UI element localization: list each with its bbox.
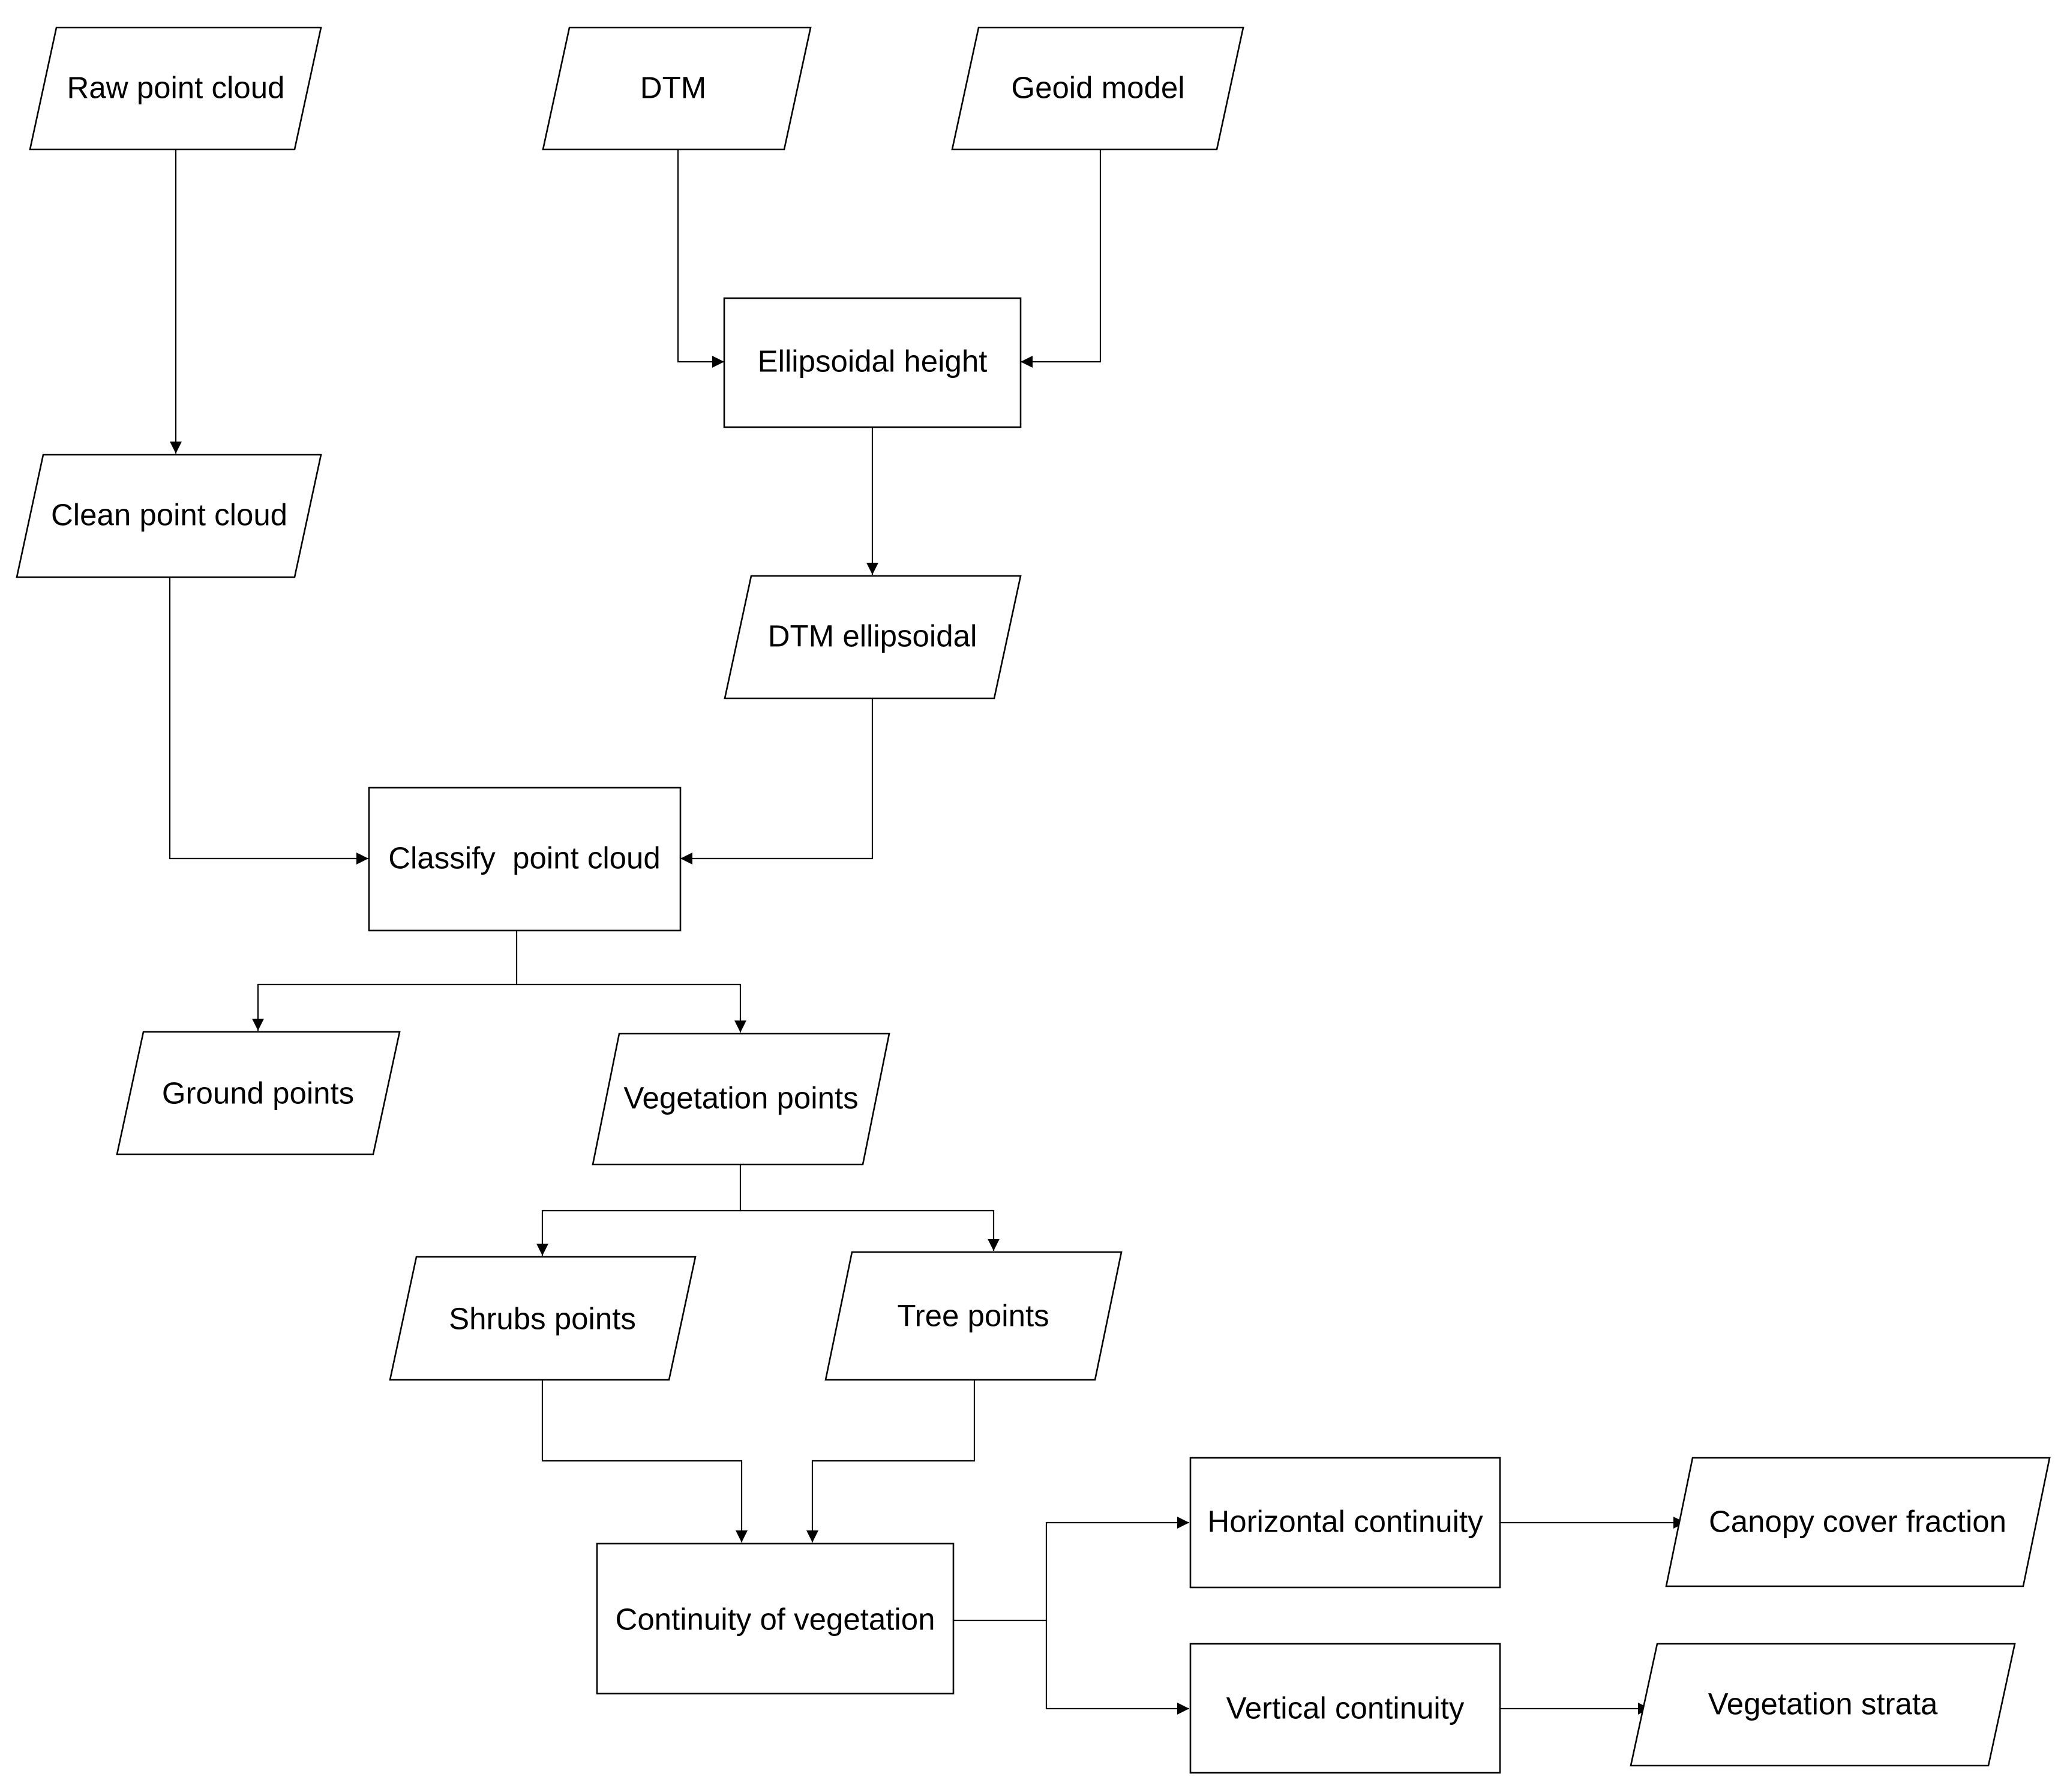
node-vegetation-strata: Vegetation strata (1630, 1643, 2016, 1767)
edge-continuity-to-vertical (1045, 1620, 1189, 1715)
node-geoid-model: Geoid model (951, 26, 1244, 151)
node-label-dtm: DTM (640, 70, 706, 104)
edge-vegetation-to-tree (740, 1209, 1000, 1251)
node-label-clean-point-cloud: Clean point cloud (51, 497, 287, 532)
node-label-horizontal-continuity: Horizontal continuity (1207, 1504, 1483, 1538)
node-label-vertical-continuity: Vertical continuity (1226, 1691, 1465, 1725)
node-shrubs-points: Shrubs points (389, 1256, 697, 1381)
node-classify-point-cloud: Classify point cloud (368, 787, 682, 932)
node-dtm-ellipsoidal: DTM ellipsoidal (724, 575, 1022, 700)
edge-clean-to-classify (169, 577, 368, 865)
edge-vegetation-to-shrubs (536, 1164, 742, 1256)
node-horizontal-continuity: Horizontal continuity (1189, 1457, 1501, 1589)
node-label-ellipsoidal-height: Ellipsoidal height (758, 344, 988, 378)
node-label-canopy-cover-fraction: Canopy cover fraction (1709, 1504, 2006, 1538)
node-label-tree-points: Tree points (897, 1298, 1049, 1332)
node-vegetation-points: Vegetation points (592, 1032, 890, 1166)
edge-classify-to-vegetation (517, 983, 746, 1032)
node-vertical-continuity: Vertical continuity (1189, 1643, 1501, 1774)
edges (169, 149, 1685, 1715)
edge-classify-to-ground (252, 930, 518, 1031)
node-label-raw-point-cloud: Raw point cloud (67, 70, 285, 104)
edge-geoid-to-ellipsoidal-height (1021, 149, 1102, 368)
node-tree-points: Tree points (824, 1251, 1123, 1381)
edge-continuity-to-horizontal (953, 1517, 1189, 1622)
node-label-vegetation-strata: Vegetation strata (1708, 1686, 1938, 1721)
node-label-geoid-model: Geoid model (1011, 70, 1184, 104)
edge-tree-to-continuity (806, 1380, 976, 1542)
node-label-ground-points: Ground points (162, 1076, 354, 1110)
edge-dtm-ellipsoidal-to-classify (680, 698, 874, 865)
node-continuity-of-vegetation: Continuity of vegetation (596, 1542, 955, 1695)
nodes: Raw point cloud DTM Geoid model Ellipsoi… (16, 26, 2051, 1774)
node-dtm: DTM (542, 26, 812, 151)
node-label-continuity-of-vegetation: Continuity of vegetation (615, 1602, 935, 1636)
node-label-classify-point-cloud: Classify point cloud (388, 841, 661, 875)
node-label-vegetation-points: Vegetation points (623, 1080, 858, 1115)
edge-shrubs-to-continuity (541, 1380, 748, 1542)
node-clean-point-cloud: Clean point cloud (16, 454, 322, 578)
node-label-dtm-ellipsoidal: DTM ellipsoidal (768, 619, 977, 653)
node-canopy-cover-fraction: Canopy cover fraction (1665, 1457, 2051, 1587)
node-label-shrubs-points: Shrubs points (449, 1301, 636, 1335)
node-ellipsoidal-height: Ellipsoidal height (723, 297, 1022, 428)
node-raw-point-cloud: Raw point cloud (29, 26, 322, 151)
node-ground-points: Ground points (116, 1031, 401, 1155)
edge-dtm-to-ellipsoidal-height (677, 149, 724, 368)
